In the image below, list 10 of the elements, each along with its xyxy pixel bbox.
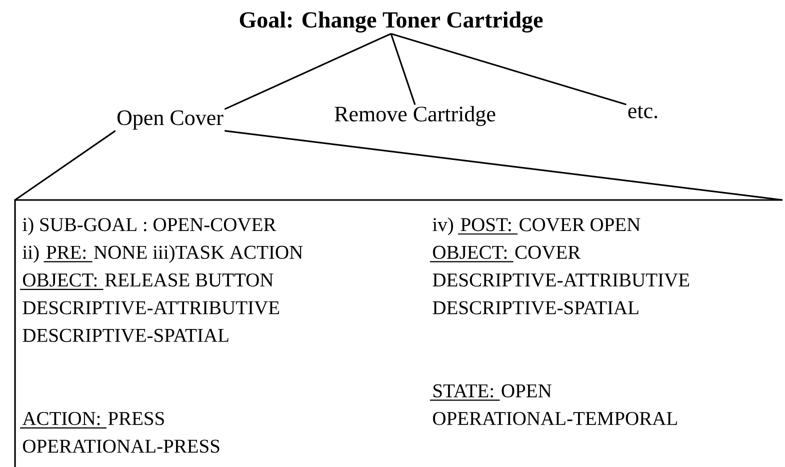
subgoal-label: etc.: [628, 106, 658, 118]
subgoal-label: Remove Cartridge: [334, 106, 496, 126]
subgoal-label: Open Cover: [117, 110, 224, 130]
goal-heading: Goal: Change Toner Cartridge: [240, 11, 543, 33]
connector-line: [390, 33, 416, 106]
connector-line: [390, 32, 626, 106]
connector-line: [224, 130, 782, 201]
connector-line: [14, 130, 116, 201]
connector-line: [224, 33, 392, 110]
detail-box: i) SUB-GOAL : OPEN-COVER ii) PRE: NONE iii)TASK ACTION OBJECT: RELEASE BUTTON DESCRIPTIVE-ATTRIBUTIVE DESCRIPTIVE-SPATIAL ACTION: PRESS OPERATIONAL-PRESS iv) POST: COVER OPEN OBJECT: COVER DESCRIPTIVE-ATTRIBUTIVE DESCRIPTIVE-SPATIAL STATE: OPEN OPERATIONAL-TEMPORAL: [14, 199, 782, 467]
